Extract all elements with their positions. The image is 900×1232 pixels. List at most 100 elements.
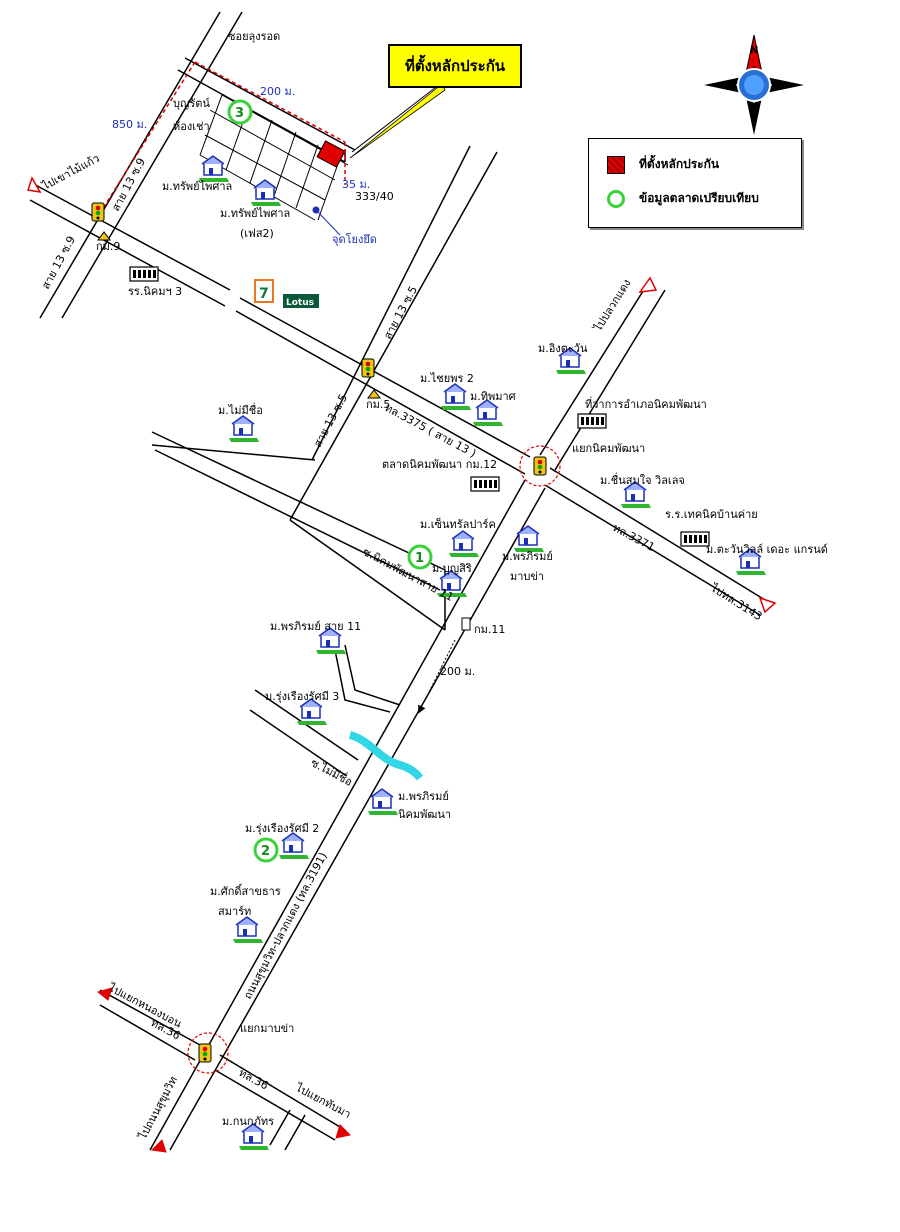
seven-eleven-icon: [254, 279, 274, 303]
arrow-to-thap-ma-icon: [335, 1124, 352, 1139]
canal: [348, 731, 424, 781]
svg-text:2: 2: [261, 844, 270, 859]
label-to-nong-bon: ไปแยกหนองบอน: [106, 981, 185, 1031]
road-3191-b: [169, 487, 546, 1151]
label-boonrod: บุญรัตน์: [173, 97, 210, 110]
label-sai13-5b: สาย 13 ซ.5: [311, 392, 350, 450]
label-address: 333/40: [355, 190, 394, 203]
collateral-title: ที่ตั้งหลักประกัน: [388, 44, 522, 88]
house-icon: [278, 832, 310, 860]
label-phase2: (เฟส2): [240, 227, 274, 240]
comparable-marker-2: 2: [253, 837, 279, 863]
label-m-sap-phaisan: ม.ทรัพย์ไพศาล: [162, 180, 232, 193]
house-icon: [513, 525, 545, 553]
comparable-marker-3: 3: [227, 99, 253, 125]
arrow-to-nong-bon-icon: [96, 987, 113, 1001]
road-sai13-soi5-a: [311, 145, 471, 461]
lotus-logo: [283, 294, 319, 308]
map-kha-junction-circle: [187, 1032, 229, 1074]
label-km5: กม.5: [366, 398, 390, 411]
label-m-pornpirom-nikhom2: นิคมพัฒนา: [398, 808, 451, 821]
label-m-thipmas: ม.ทิพมาศ: [470, 390, 516, 403]
label-m-pornpirom-nikhom: ม.พรภิรมย์: [398, 790, 449, 803]
label-m-tawan-villa: ม.ตะวันวิลล์ เดอะ แกรนด์: [706, 543, 828, 556]
label-m-mai-mi-chue: ม.ไม่มีชื่อ: [218, 402, 263, 417]
label-soi-mai-mi-chue: ซ.ไม่มีชื่อ: [309, 754, 356, 788]
label-m-pornpirom2: มาบข่า: [510, 570, 544, 583]
svg-text:3: 3: [235, 106, 244, 121]
label-boonrod2: ห้องเช่า: [173, 120, 210, 133]
label-to-khao-mai-kaeo: ไปเขาไม้แก้ว: [39, 152, 101, 193]
label-m-boonsiri: ม.บุญสิริ: [432, 562, 472, 575]
road-sai13-soi9-b: [61, 11, 243, 319]
collateral-plot: [316, 140, 346, 168]
house-icon: [232, 916, 264, 944]
km-post-icon: [367, 389, 381, 399]
label-dist-850: 850 ม.: [112, 118, 147, 131]
house-icon: [448, 530, 480, 558]
svg-text:N: N: [750, 45, 758, 56]
nikhom-junction-circle: [519, 445, 561, 487]
house-icon: [250, 179, 282, 207]
label-m-chaiyaporn: ม.ไชยพร 2: [420, 372, 474, 385]
label-road-36b: ทล.36: [237, 1066, 271, 1092]
arrow-to-3143-icon: [758, 596, 777, 614]
km-post-icon: [97, 231, 111, 241]
label-map-kha-junction: แยกมาบข่า: [240, 1022, 294, 1035]
label-to-pluak-daeng: ไปปลวกแดง: [591, 277, 634, 335]
road-36-a: [99, 989, 201, 1046]
comparable-swatch-icon: [607, 189, 625, 208]
label-road-3375: ทล.3375 ( สาย 13 ): [383, 401, 479, 460]
label-tech-school: ร.ร.เทคนิคบ้านค่าย: [665, 508, 758, 521]
label-m-sak-sathan2: สมาร์ท: [218, 905, 251, 918]
label-soi-lung-rot: ซอยลุงรอด: [228, 30, 280, 43]
road-sai13-soi5-b: [289, 151, 498, 521]
legend-comparables-label: ข้อมูลตลาดเปรียบเทียบ: [639, 191, 759, 205]
label-m-kanok-phat: ม.กนกภัทร: [222, 1115, 274, 1128]
label-m-sak-sathan: ม.ศักดิ์สาขธาร: [210, 883, 281, 898]
km-post-icon: [461, 617, 471, 631]
label-nikhom-junction: แยกนิคมพัฒนา: [572, 442, 645, 455]
label-m-sap-phaisan2: ม.ทรัพย์ไพศาล: [220, 207, 290, 220]
label-m-rung-rueang2: ม.รุ่งเรืองรัศมี 2: [245, 822, 319, 835]
label-m-central-park: ม.เซ็นทรัลปาร์ค: [420, 517, 496, 531]
label-road-3371: ทล.3371: [611, 521, 657, 554]
label-dist-35: 35 ม.: [342, 178, 370, 191]
label-m-pornpirom-sai11: ม.พรภิรมย์ สาย 11: [270, 620, 361, 633]
label-m-pornpirom: ม.พรภิรมย์: [502, 550, 553, 563]
label-lotus: Lotus: [286, 298, 314, 308]
label-m-rung-rueang3: ม.รุ่งเรืองรัศมี 3: [265, 690, 339, 703]
label-km9: กม.9: [96, 240, 120, 253]
tech-school-icon: [680, 531, 710, 547]
market-icon: [470, 476, 500, 492]
label-school: รร.นิคมฯ 3: [128, 285, 182, 298]
legend-row-comparables: ข้อมูลตลาดเปรียบเทียบ: [607, 189, 759, 208]
road-3191-a: [149, 479, 526, 1151]
traffic-light-icon: [533, 456, 547, 476]
label-utility-pole: จุดโยงยึด: [332, 232, 377, 246]
arrow-to-khao-icon: [27, 176, 42, 193]
arrow-to-pluak-daeng-icon: [638, 276, 658, 293]
label-district-office: ที่ว่าการอำเภอนิคมพัฒนา: [585, 396, 707, 411]
roads: [29, 11, 771, 1151]
subdivision-grid: [199, 94, 349, 221]
house-icon: [472, 399, 504, 427]
traffic-light-icon: [361, 358, 375, 378]
svg-text:7: 7: [259, 286, 269, 302]
house-icon: [440, 383, 472, 411]
label-m-chuen-somjai: ม.ชื่นสมใจ วิลเลจ: [600, 472, 685, 487]
house-icon: [228, 415, 260, 443]
legend-row-collateral: ที่ตั้งหลักประกัน: [607, 155, 719, 174]
label-to-thap-ma: ไปแยกทับมา: [293, 1081, 353, 1121]
label-to-3143: ไปทล.3143: [708, 581, 765, 623]
label-market: ตลาดนิคมพัฒนา กม.12: [382, 458, 497, 471]
school-icon: [129, 266, 159, 282]
svg-text:1: 1: [415, 551, 424, 566]
compass-icon: N: [704, 34, 804, 135]
legend: ที่ตั้งหลักประกัน ข้อมูลตลาดเปรียบเทียบ: [588, 138, 802, 228]
traffic-light-icon: [91, 202, 105, 222]
label-m-ing-tawan: ม.อิงตะวัน: [538, 342, 588, 355]
legend-collateral-label: ที่ตั้งหลักประกัน: [639, 157, 720, 171]
traffic-light-icon: [198, 1043, 212, 1063]
